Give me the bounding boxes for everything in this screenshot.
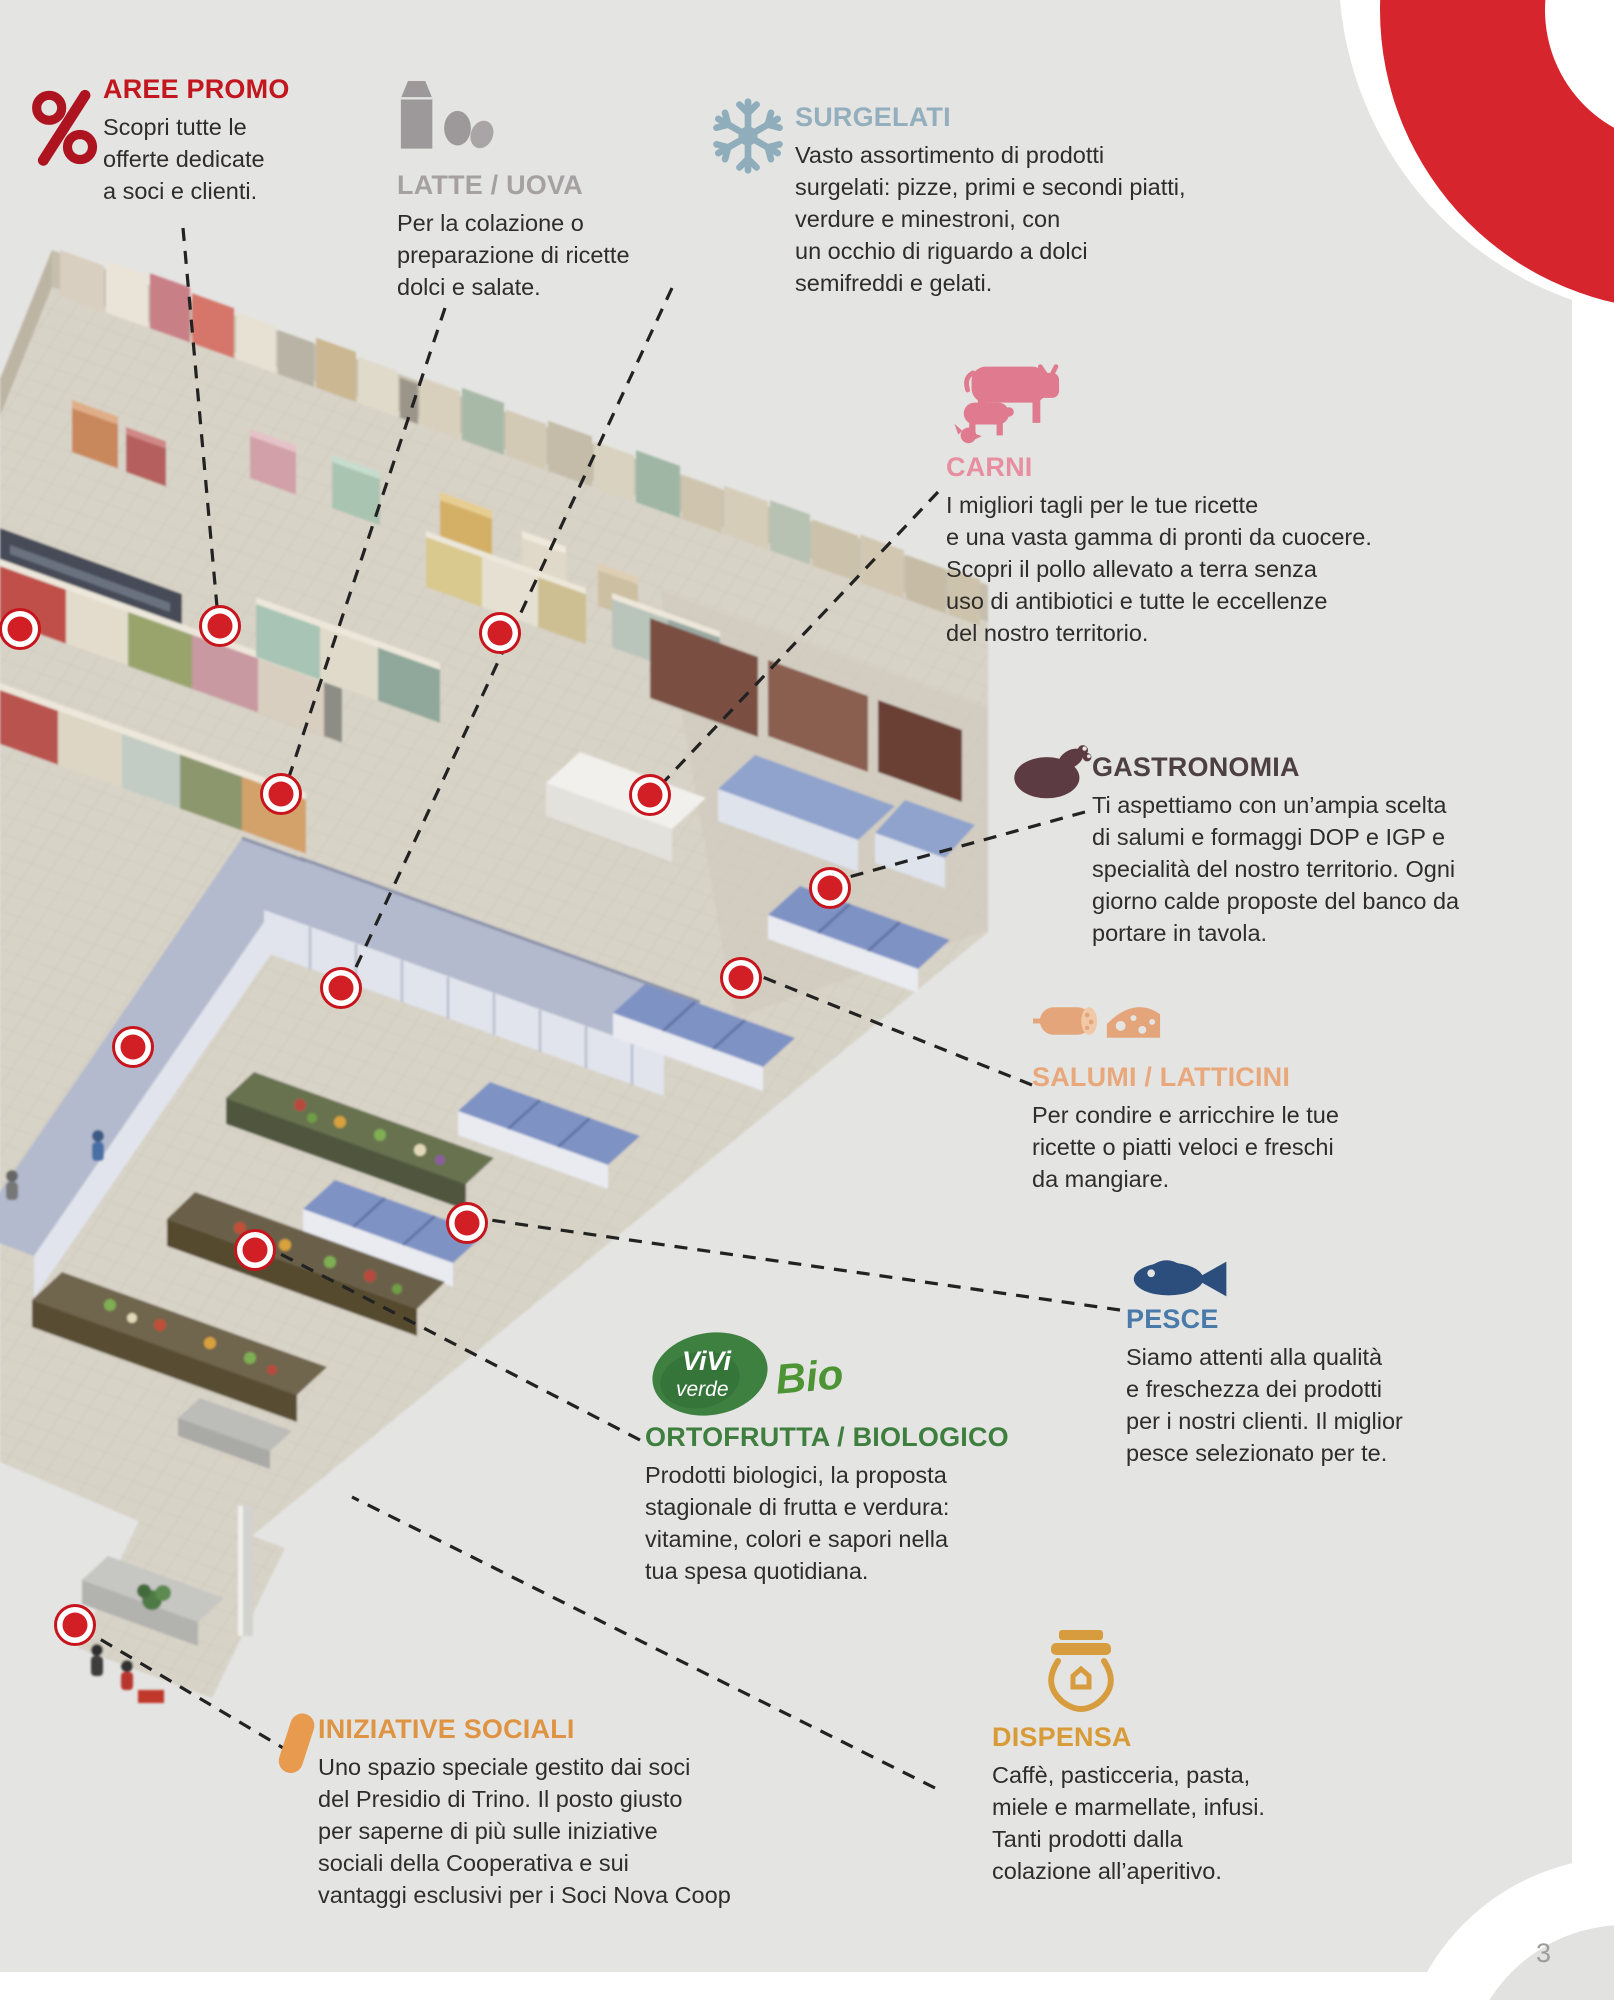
corner-red-arc	[1380, 0, 1614, 303]
section-aree-promo: AREE PROMO Scopri tutte le offerte dedic…	[103, 74, 290, 207]
section-title: LATTE / UOVA	[397, 170, 583, 200]
viviverde-bio-logo: ViVi verde Bio	[648, 1328, 898, 1423]
connector-line	[264, 1244, 641, 1442]
section-salumi-latticini: SALUMI / LATTICINI Per condire e arricch…	[1032, 1062, 1339, 1195]
section-iniziative-sociali: INIZIATIVE SOCIALI Uno spazio speciale g…	[318, 1714, 731, 1911]
section-latte-uova: LATTE / UOVA Per la colazione o preparaz…	[397, 170, 630, 303]
section-title: INIZIATIVE SOCIALI	[318, 1714, 575, 1744]
freezer-islands	[303, 886, 950, 1287]
service-counters	[546, 618, 975, 888]
page-number: 3	[1536, 1938, 1552, 1968]
section-title: ORTOFRUTTA / BIOLOGICO	[645, 1422, 1009, 1452]
section-body: Per la colazione o preparazione di ricet…	[397, 210, 630, 300]
gondola-shelves	[0, 531, 720, 854]
connector-line	[837, 810, 1086, 882]
salami-cheese-icon	[1032, 994, 1164, 1046]
logo-text-verde: verde	[676, 1378, 729, 1401]
section-body: Scopri tutte le offerte dedicate a soci …	[103, 114, 265, 204]
section-title: PESCE	[1126, 1304, 1219, 1334]
section-ortofrutta-biologico: ORTOFRUTTA / BIOLOGICO Prodotti biologic…	[645, 1422, 1009, 1587]
section-gastronomia: GASTRONOMIA Ti aspettiamo con un’ampia s…	[1092, 752, 1459, 949]
section-dispensa: DISPENSA Caffè, pasticceria, pasta, miel…	[992, 1722, 1265, 1887]
section-body: Prodotti biologici, la proposta stagiona…	[645, 1462, 950, 1584]
wall-shelves	[60, 250, 980, 626]
section-title: SURGELATI	[795, 102, 951, 132]
location-marker	[720, 957, 762, 999]
section-body: I migliori tagli per le tue ricette e un…	[946, 492, 1372, 646]
connector-line	[348, 287, 674, 981]
logo-text-vivi: ViVi	[682, 1346, 732, 1376]
location-marker	[446, 1202, 488, 1244]
location-marker	[234, 1229, 276, 1271]
logo-text-bio: Bio	[774, 1350, 845, 1403]
connector-line	[475, 1216, 1121, 1312]
section-title: AREE PROMO	[103, 74, 290, 104]
section-title: SALUMI / LATTICINI	[1032, 1062, 1291, 1092]
location-marker	[320, 967, 362, 1009]
section-body: Siamo attenti alla qualità e freschezza …	[1126, 1344, 1403, 1466]
left-wall	[0, 250, 52, 416]
checkout-area	[6, 1130, 253, 1703]
jam-jar-icon	[1043, 1628, 1119, 1713]
pill-icon	[270, 1708, 322, 1782]
connector-lines	[87, 227, 1121, 1790]
section-body: Caffè, pasticceria, pasta, miele e marme…	[992, 1762, 1265, 1884]
connector-line	[351, 1495, 936, 1790]
percent-icon	[30, 86, 100, 168]
location-marker	[112, 1026, 154, 1068]
section-body: Ti aspettiamo con un’ampia scelta di sal…	[1092, 792, 1460, 946]
connector-line	[749, 970, 1033, 1087]
section-title: GASTRONOMIA	[1092, 752, 1300, 782]
section-body: Uno spazio speciale gestito dai soci del…	[318, 1754, 731, 1908]
connector-line	[181, 227, 220, 619]
section-body: Per condire e arricchire le tue ricette …	[1032, 1102, 1339, 1192]
section-surgelati: SURGELATI Vasto assortimento di prodotti…	[795, 102, 1186, 299]
fish-icon	[1126, 1252, 1238, 1306]
produce-tables	[32, 1072, 494, 1469]
location-marker	[54, 1604, 96, 1646]
location-marker	[629, 774, 671, 816]
milk-eggs-icon	[393, 72, 511, 156]
connector-line	[284, 307, 447, 787]
section-pesce: PESCE Siamo attenti alla qualità e fresc…	[1126, 1304, 1403, 1469]
section-body: Vasto assortimento di prodotti surgelati…	[795, 142, 1186, 296]
location-marker	[0, 608, 41, 650]
location-marker	[479, 612, 521, 654]
livestock-icon	[945, 352, 1070, 450]
location-marker	[260, 773, 302, 815]
section-carni: CARNI I migliori tagli per le tue ricett…	[946, 452, 1372, 649]
connector-line	[87, 1630, 291, 1754]
location-marker	[809, 867, 851, 909]
roast-chicken-icon	[1010, 740, 1094, 800]
location-marker	[199, 605, 241, 647]
section-title: CARNI	[946, 452, 1033, 482]
map-markers	[0, 605, 851, 1646]
snowflake-icon	[708, 96, 788, 176]
section-title: DISPENSA	[992, 1722, 1132, 1752]
